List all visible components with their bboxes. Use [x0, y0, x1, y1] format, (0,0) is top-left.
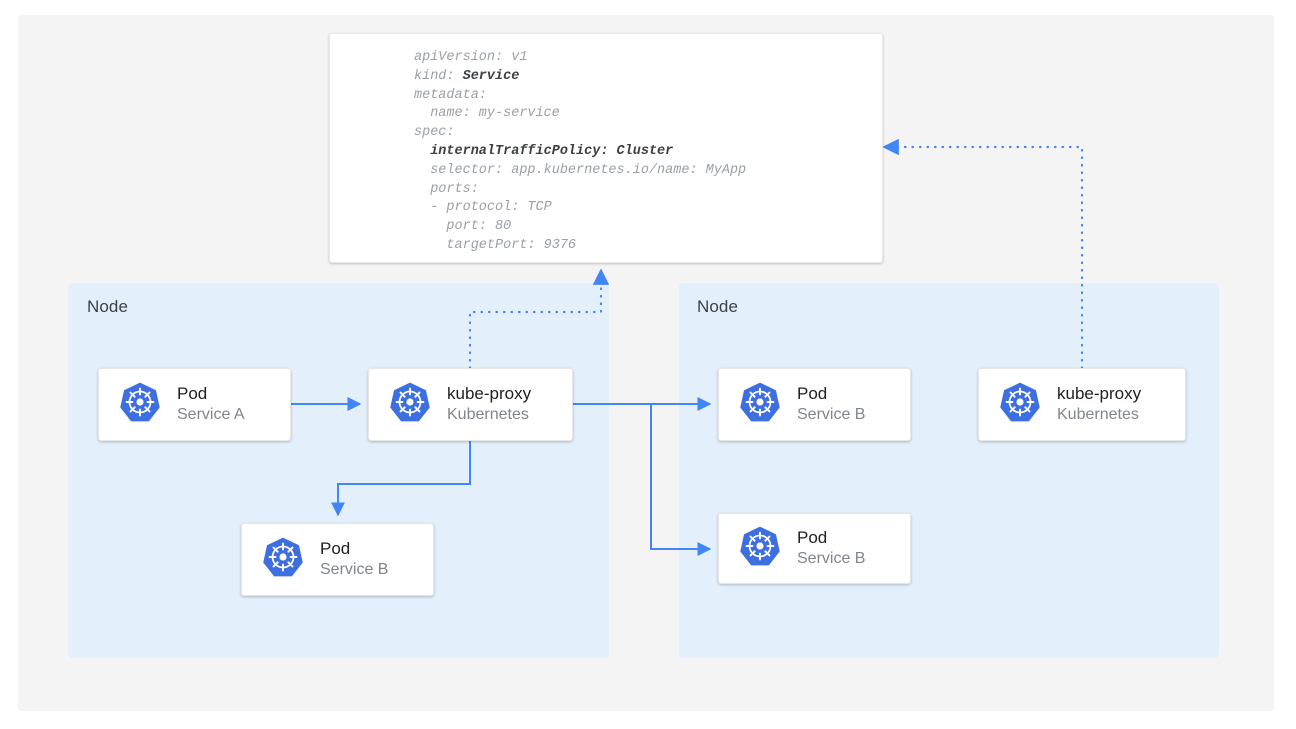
card-kube-proxy-left-text: kube-proxy Kubernetes — [447, 384, 531, 424]
kubernetes-icon — [739, 525, 781, 572]
yaml-line-port: port: 80 — [414, 219, 512, 235]
card-subtitle: Service B — [797, 550, 866, 568]
card-pod-service-b-right-top-text: Pod Service B — [797, 384, 865, 424]
yaml-line-ports: ports: — [414, 181, 479, 197]
card-title: Pod — [320, 539, 351, 559]
yaml-line-selector: selector: app.kubernetes.io/name: MyApp — [414, 162, 747, 178]
yaml-line-metadata: metadata: — [414, 87, 487, 103]
card-subtitle: Service B — [797, 406, 866, 424]
card-kube-proxy-right[interactable]: kube-proxy Kubernetes — [978, 368, 1186, 441]
kubernetes-icon — [389, 381, 431, 428]
yaml-line-kind: kind: — [414, 68, 463, 84]
card-title: kube-proxy — [1057, 384, 1142, 404]
card-subtitle: Service B — [320, 561, 389, 579]
card-subtitle: Kubernetes — [447, 406, 529, 424]
card-pod-service-b-left[interactable]: Pod Service B — [241, 523, 434, 596]
card-subtitle: Kubernetes — [1057, 406, 1139, 424]
node-label-left: Node — [87, 297, 129, 316]
card-title: Pod — [797, 528, 828, 548]
card-kube-proxy-left[interactable]: kube-proxy Kubernetes — [368, 368, 573, 441]
yaml-line-spec: spec: — [414, 125, 455, 141]
kubernetes-icon — [119, 381, 161, 428]
card-pod-service-b-left-text: Pod Service B — [320, 539, 388, 579]
card-title: Pod — [177, 384, 208, 404]
card-pod-service-a[interactable]: Pod Service A — [98, 368, 291, 441]
card-pod-service-b-right-bottom-text: Pod Service B — [797, 528, 865, 568]
node-region-left — [68, 283, 609, 658]
card-pod-service-a-text: Pod Service A — [177, 384, 245, 424]
kubernetes-icon — [262, 536, 304, 583]
yaml-line-name: name: my-service — [414, 106, 560, 122]
service-manifest-text: apiVersion: v1 kind: Service metadata: n… — [414, 49, 746, 256]
card-title: kube-proxy — [447, 384, 532, 404]
yaml-line-internal-traffic-policy: internalTrafficPolicy: Cluster — [414, 143, 674, 159]
node-label-right: Node — [697, 297, 739, 316]
card-pod-service-b-right-bottom[interactable]: Pod Service B — [718, 513, 911, 584]
kubernetes-icon — [739, 381, 781, 428]
yaml-line-protocol: - protocol: TCP — [414, 200, 552, 216]
yaml-line-apiversion: apiVersion: v1 — [414, 50, 528, 65]
card-subtitle: Service A — [177, 406, 245, 424]
yaml-kind-value: Service — [462, 68, 520, 84]
card-title: Pod — [797, 384, 828, 404]
kubernetes-icon — [999, 381, 1041, 428]
yaml-line-target-port: targetPort: 9376 — [414, 237, 577, 253]
card-kube-proxy-right-text: kube-proxy Kubernetes — [1057, 384, 1141, 424]
node-region-right — [679, 283, 1219, 658]
card-pod-service-b-right-top[interactable]: Pod Service B — [718, 368, 911, 441]
service-manifest-card: apiVersion: v1 kind: Service metadata: n… — [329, 33, 883, 263]
